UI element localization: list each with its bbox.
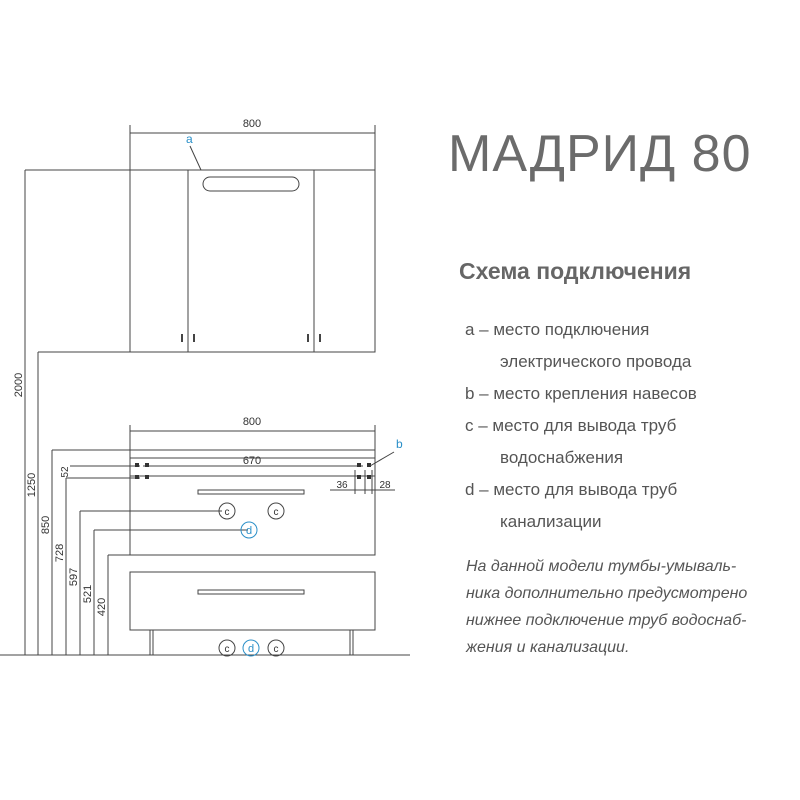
label-c-2: c	[274, 507, 279, 518]
height-2000: 2000	[13, 373, 25, 397]
height-521: 521	[82, 585, 94, 603]
legend-a-line-2: электрического провода	[500, 352, 692, 371]
label-d-lower: d	[248, 643, 254, 655]
lower-handle	[197, 589, 305, 595]
note-line-2: ника дополнительно предусмотрено	[466, 585, 748, 602]
legend-d-line-2: канализации	[500, 512, 602, 531]
page-subtitle: Схема подключения	[459, 258, 692, 284]
lower-cabinet	[129, 571, 376, 631]
drain-outlet-upper	[240, 521, 258, 539]
note-text: На данной модели тумбы-умываль- ника доп…	[466, 553, 786, 661]
note-line-3: нижнее подключение труб водоснаб-	[466, 612, 747, 629]
height-597: 597	[68, 568, 80, 586]
label-d-upper: d	[246, 525, 252, 537]
legend-a-line-1: a – место подключения	[465, 320, 650, 339]
label-c-4: c	[274, 644, 279, 655]
legend-c-line-1: c – место для вывода труб	[465, 416, 677, 435]
height-420: 420	[96, 598, 108, 616]
note-line-4: жения и канализации.	[466, 639, 630, 656]
inner-width-text: 670	[243, 455, 261, 467]
mirror-light	[202, 176, 300, 192]
label-b: b	[396, 437, 403, 451]
sink-cabinet	[129, 457, 376, 556]
label-a: a	[186, 132, 193, 146]
legend-b-line-1: b – место крепления навесов	[465, 384, 697, 403]
legend-c-line-2: водоснабжения	[500, 448, 624, 467]
page-title: МАДРИД 80	[448, 125, 752, 183]
mirror-cabinet	[129, 169, 376, 353]
offset-left-text: 36	[336, 480, 348, 491]
drain-outlet-lower	[242, 639, 260, 657]
water-outlet-lower-left	[218, 639, 236, 657]
label-c-3: c	[225, 644, 230, 655]
water-outlet-upper-right	[267, 502, 285, 520]
height-52: 52	[60, 466, 71, 478]
legend: a – место подключения электрического про…	[465, 314, 795, 538]
height-850: 850	[40, 516, 52, 534]
label-c-1: c	[225, 507, 230, 518]
water-outlet-upper-left	[218, 502, 236, 520]
legend-d-line-1: d – место для вывода труб	[465, 480, 678, 499]
offset-right-text: 28	[379, 480, 391, 491]
cabinet-width-text: 800	[243, 416, 261, 428]
water-outlet-lower-right	[267, 639, 285, 657]
mirror-width-text: 800	[243, 118, 261, 130]
note-line-1: На данной модели тумбы-умываль-	[466, 558, 737, 575]
height-1250: 1250	[26, 473, 38, 497]
height-728: 728	[54, 544, 66, 562]
sink-handle	[197, 489, 305, 495]
